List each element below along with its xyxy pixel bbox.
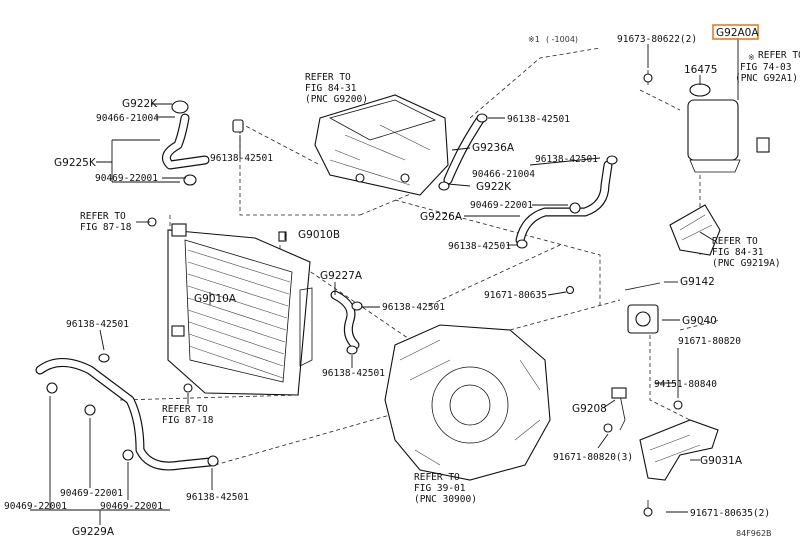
label-refer-74-03-3: (PNC G92A1) xyxy=(735,73,798,84)
label-g9040[interactable]: G9040 xyxy=(682,315,717,327)
label-refer-84-31-top-1: REFER TO xyxy=(305,72,351,83)
label-90466-mid[interactable]: 90466-21004 xyxy=(472,169,535,180)
figure-code: 84F962B xyxy=(736,529,772,538)
label-96138-mid-right[interactable]: 96138-42501 xyxy=(535,154,598,165)
hose-g9225k[interactable] xyxy=(161,100,244,186)
label-refer-87-18-bot-2: FIG 87-18 xyxy=(162,415,214,426)
label-g92a0a[interactable]: G92A0A xyxy=(716,27,759,39)
label-91671-80820[interactable]: 91671-80820 xyxy=(678,336,741,347)
part-labels: G922K 90466-21004 G9225K 90469-22001 961… xyxy=(4,24,800,538)
label-refer-84-31-right-3: (PNC G9219A) xyxy=(712,258,781,269)
hose-g9236a[interactable] xyxy=(438,113,488,191)
label-g9229a[interactable]: G9229A xyxy=(72,526,115,538)
label-note-1004-mark: ※1 xyxy=(528,35,540,44)
label-g9236a[interactable]: G9236A xyxy=(472,142,515,154)
label-g9226a[interactable]: G9226A xyxy=(420,211,463,223)
label-refer-74-03-1: REFER TO xyxy=(758,50,800,61)
label-96138-rad-top[interactable]: 96138-42501 xyxy=(210,153,273,164)
label-g9142[interactable]: G9142 xyxy=(680,276,715,288)
water-pump-g9040[interactable] xyxy=(624,282,661,334)
label-96138-g9227a-a[interactable]: 96138-42501 xyxy=(382,302,445,313)
radiator-g9010a[interactable] xyxy=(167,223,313,396)
label-g9227a[interactable]: G9227A xyxy=(320,270,363,282)
label-16475[interactable]: 16475 xyxy=(684,64,717,76)
transaxle-assembly xyxy=(384,324,551,481)
label-96138-left[interactable]: 96138-42501 xyxy=(66,319,129,330)
hose-g9226a[interactable] xyxy=(515,155,618,249)
label-96138-mid-top[interactable]: 96138-42501 xyxy=(507,114,570,125)
highlight-box-g92a0a xyxy=(712,24,759,40)
label-refer-84-31-top-2: FIG 84-31 xyxy=(305,83,357,94)
hose-g9229a[interactable] xyxy=(35,353,219,471)
bracket-g9031a[interactable] xyxy=(639,419,719,481)
bracket-right xyxy=(669,204,721,256)
label-94151[interactable]: 94151-80840 xyxy=(654,379,717,390)
label-refer-74-03-mark: ※ xyxy=(748,53,755,62)
label-refer-87-18-top-1: REFER TO xyxy=(80,211,126,222)
label-g9010b[interactable]: G9010B xyxy=(298,229,340,241)
label-91673[interactable]: 91673-80622(2) xyxy=(617,34,697,45)
label-refer-87-18-top-2: FIG 87-18 xyxy=(80,222,132,233)
label-refer-39-01-2: FIG 39-01 xyxy=(414,483,466,494)
label-90469-bl-b[interactable]: 90469-22001 xyxy=(4,501,67,512)
label-90469-top[interactable]: 90469-22001 xyxy=(95,173,158,184)
leader-lines xyxy=(30,38,739,525)
label-g9031a[interactable]: G9031A xyxy=(700,455,743,467)
label-91671-80635-2[interactable]: 91671-80635(2) xyxy=(690,508,770,519)
label-90469-bl-c[interactable]: 90469-22001 xyxy=(100,501,163,512)
sensor-g9208[interactable] xyxy=(611,387,627,431)
label-g922k-top[interactable]: G922K xyxy=(122,98,158,110)
label-90466-top[interactable]: 90466-21004 xyxy=(96,113,159,124)
label-90469-mid[interactable]: 90469-22001 xyxy=(470,200,533,211)
label-g9225k[interactable]: G9225K xyxy=(54,157,97,169)
label-91671-80635[interactable]: 91671-80635 xyxy=(484,290,547,301)
label-90469-bl-a[interactable]: 90469-22001 xyxy=(60,488,123,499)
label-g922k-mid[interactable]: G922K xyxy=(476,181,512,193)
label-refer-84-31-top-3: (PNC G9200) xyxy=(305,94,368,105)
reservoir-tank-g92a0a[interactable] xyxy=(687,83,770,173)
small-fasteners xyxy=(147,70,683,517)
hose-g9227a[interactable] xyxy=(330,290,363,355)
label-refer-74-03-2: FIG 74-03 xyxy=(740,62,791,73)
label-refer-84-31-right-1: REFER TO xyxy=(712,236,758,247)
label-g9010a[interactable]: G9010A xyxy=(194,293,237,305)
label-refer-39-01-3: (PNC 30900) xyxy=(414,494,477,505)
label-note-1004-text: ( -1004) xyxy=(546,35,578,44)
label-96138-bottom[interactable]: 96138-42501 xyxy=(186,492,249,503)
label-refer-39-01-1: REFER TO xyxy=(414,472,460,483)
label-96138-mid-low[interactable]: 96138-42501 xyxy=(448,241,511,252)
inverter-assembly xyxy=(314,94,449,196)
label-g9208[interactable]: G9208 xyxy=(572,403,607,415)
label-refer-87-18-bot-1: REFER TO xyxy=(162,404,208,415)
label-refer-84-31-right-2: FIG 84-31 xyxy=(712,247,764,258)
label-91671-80820-3[interactable]: 91671-80820(3) xyxy=(553,452,633,463)
label-96138-g9227a-b[interactable]: 96138-42501 xyxy=(322,368,385,379)
